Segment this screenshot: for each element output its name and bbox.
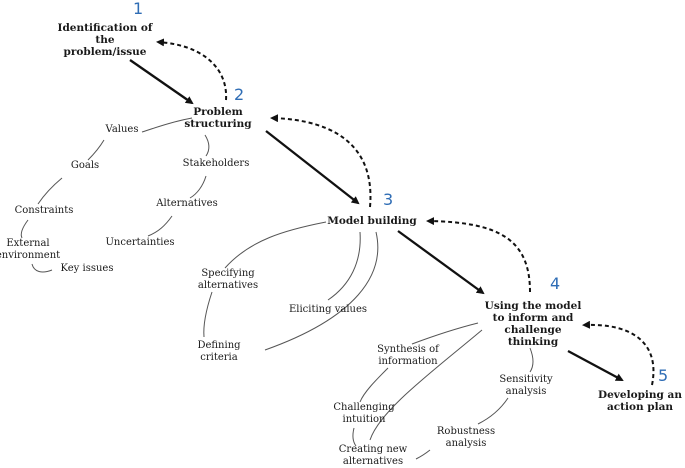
step-2-label: Problem structuring (184, 106, 252, 130)
step-1-label: Identification of the problem/issue (57, 22, 153, 58)
step-4-number: 4 (550, 274, 561, 293)
item-constraints: Constraints (14, 205, 74, 216)
item-synthesis-of-information: Synthesis of information (377, 344, 439, 367)
step-5-number: 5 (658, 366, 669, 385)
item-external-environment: External environment (0, 238, 61, 261)
arrow-3-to-4 (397, 230, 485, 295)
step-3-number: 3 (383, 190, 394, 209)
step-3-label: Model building (327, 215, 417, 227)
arrow-2-to-3 (265, 130, 360, 205)
item-stakeholders: Stakeholders (182, 158, 250, 169)
item-key-issues: Key issues (60, 263, 114, 274)
item-challenging-intuition: Challenging intuition (333, 402, 395, 425)
item-uncertainties: Uncertainties (105, 237, 175, 248)
feedback-3-to-2 (270, 114, 372, 208)
step-2-number: 2 (234, 85, 245, 104)
step-4-label: Using the model to inform and challenge … (484, 300, 582, 348)
item-robustness-analysis: Robustness analysis (436, 426, 496, 449)
step-5-label: Developing an action plan (598, 389, 682, 413)
item-values: Values (105, 124, 139, 135)
item-creating-new-alternatives: Creating new alternatives (338, 444, 408, 467)
using-curves (352, 322, 534, 460)
step-1-number: 1 (133, 0, 144, 18)
structuring-curves (20, 117, 210, 273)
feedback-2-to-1 (156, 38, 228, 101)
item-alternatives: Alternatives (156, 198, 218, 209)
item-defining-criteria: Defining criteria (197, 340, 241, 363)
item-eliciting-values: Eliciting values (288, 304, 368, 315)
item-sensitivity-analysis: Sensitivity analysis (499, 374, 553, 397)
model-curves (203, 221, 379, 351)
item-specifying-alternatives: Specifying alternatives (197, 268, 259, 291)
arrow-1-to-2 (129, 59, 194, 105)
arrow-4-to-5 (567, 349, 624, 382)
feedback-5-to-4 (582, 320, 655, 386)
feedback-4-to-3 (426, 217, 531, 293)
item-goals: Goals (70, 160, 100, 171)
